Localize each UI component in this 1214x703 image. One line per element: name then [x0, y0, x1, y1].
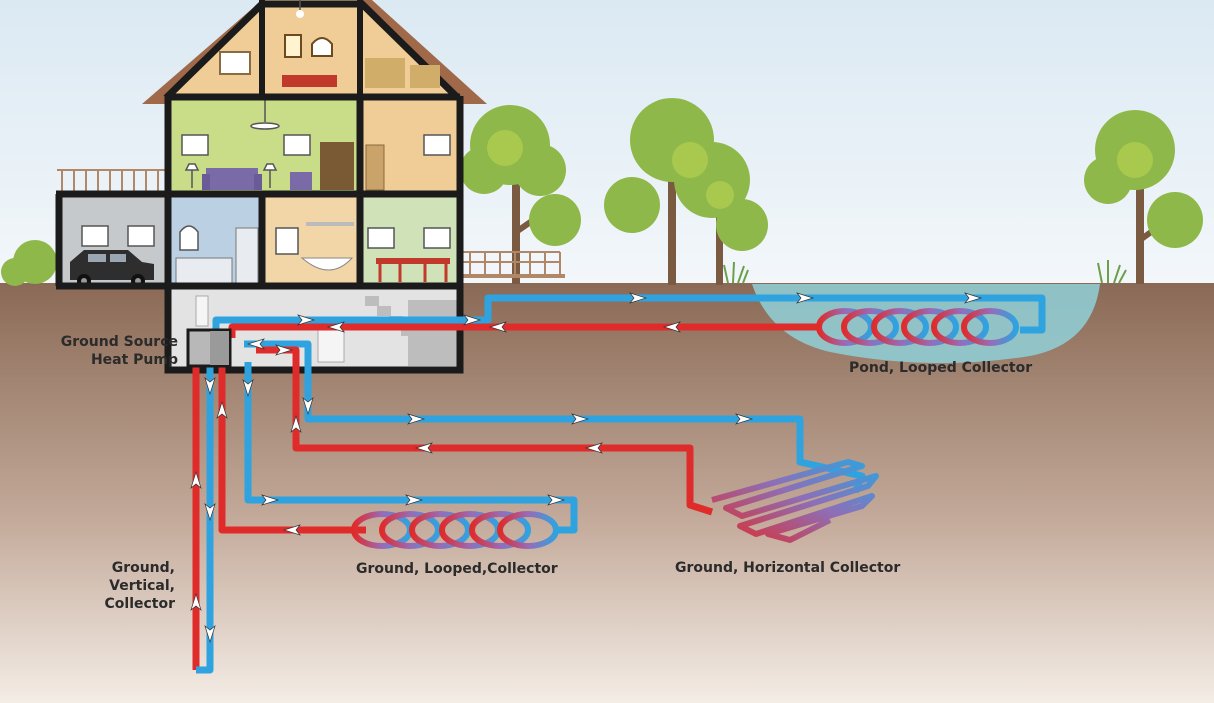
arrow-icon: [275, 344, 294, 356]
arrow-icon: [204, 503, 216, 522]
arrow-icon: [242, 379, 254, 398]
arrow-icon: [246, 338, 265, 350]
arrow-icon: [297, 314, 316, 326]
arrow-icon: [216, 400, 228, 419]
tree-icon: [604, 98, 768, 285]
deck-fence: [455, 251, 565, 278]
pipe-hot-looped: [218, 362, 366, 534]
arrow-icon: [584, 442, 603, 454]
pipe-cold-horizontal: [244, 340, 866, 494]
pond-coil: [816, 308, 1019, 346]
arrow-icon: [204, 377, 216, 396]
heat-pump-label-line2: Heat Pump: [91, 352, 178, 368]
tree-icon: [460, 105, 581, 284]
arrow-icon: [571, 413, 590, 425]
horizontal-coil: [711, 459, 879, 543]
house: [55, 0, 487, 374]
ground-coil: [351, 511, 559, 549]
pipe-cold-vertical: [196, 364, 214, 674]
arrow-icon: [964, 292, 983, 304]
arrow-icon: [407, 413, 426, 425]
looped-collector-label: Ground, Looped,Collector: [356, 561, 558, 577]
pipe-hot-pond: [228, 323, 820, 338]
vertical-collector-label-line3: Collector: [105, 596, 176, 612]
pipe-cold-looped: [244, 362, 578, 534]
arrow-icon: [326, 321, 345, 333]
arrow-icon: [405, 494, 424, 506]
heat-pump-unit: [186, 328, 232, 368]
arrow-icon: [735, 413, 754, 425]
vertical-collector-label-line2: Vertical,: [109, 578, 175, 594]
arrow-icon: [282, 524, 301, 536]
flow-arrows: [190, 292, 983, 644]
arrow-icon: [261, 494, 280, 506]
arrow-icon: [796, 292, 815, 304]
arrow-icon: [662, 321, 681, 333]
lamp-icon: [184, 98, 280, 188]
bush-icon: [1, 240, 57, 286]
pipe-cold-pond: [212, 294, 1046, 334]
pond-collector-label: Pond, Looped Collector: [849, 360, 1032, 376]
arrow-icon: [463, 314, 482, 326]
arrow-icon: [414, 442, 433, 454]
arrow-icon: [190, 470, 202, 489]
horizontal-collector-label: Ground, Horizontal Collector: [675, 560, 900, 576]
vertical-collector-label-line1: Ground,: [112, 560, 175, 576]
sofa-icon: [202, 168, 262, 190]
arrow-icon: [204, 625, 216, 644]
arrow-icon: [302, 397, 314, 416]
arrow-icon: [629, 292, 648, 304]
roof: [142, 0, 487, 104]
pipe-network: [192, 294, 1046, 674]
heat-pump-label-line1: Ground Source: [61, 334, 178, 350]
arrow-icon: [290, 414, 302, 433]
grass-icon: [723, 260, 1127, 284]
tree-icon: [1084, 110, 1203, 284]
arrow-icon: [547, 494, 566, 506]
arrow-icon: [488, 321, 507, 333]
arrow-icon: [190, 592, 202, 611]
